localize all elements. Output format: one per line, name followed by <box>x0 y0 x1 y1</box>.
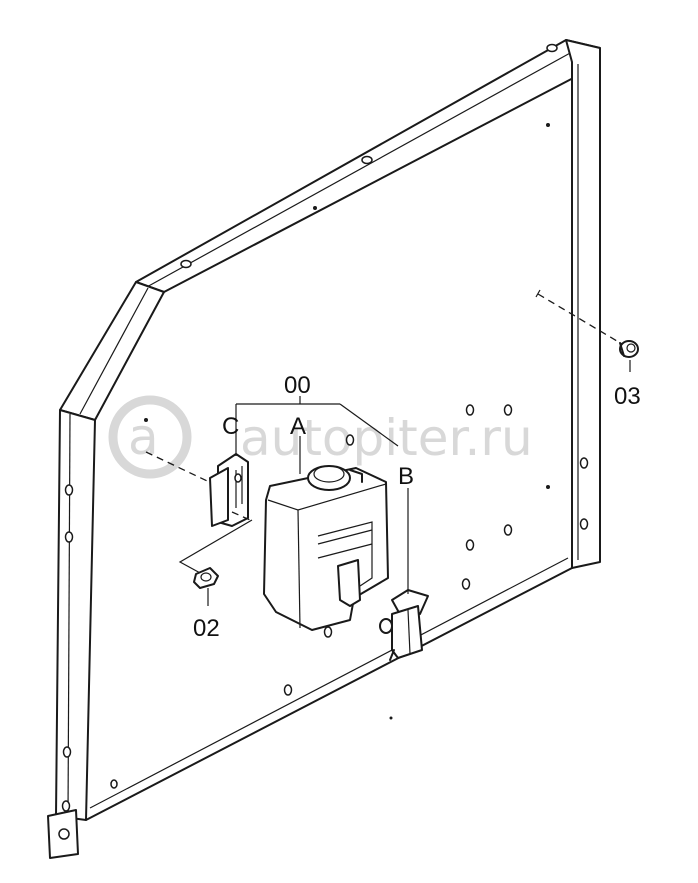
panel-bottom-edge <box>85 567 573 821</box>
bracket-part <box>145 451 253 575</box>
callout-leaders <box>207 360 631 606</box>
grommet-part <box>535 289 639 358</box>
mounting-panel <box>47 39 601 859</box>
panel-left-flange <box>55 409 96 821</box>
callout-bracket-label: C <box>222 413 239 440</box>
bolt-part <box>193 567 219 589</box>
callout-pump-label: B <box>398 463 414 490</box>
callout-grommet-label: 03 <box>614 383 641 410</box>
callout-bolt-label: 02 <box>193 615 220 642</box>
callout-tank-label: A <box>290 413 306 440</box>
panel-holes <box>61 43 589 812</box>
watermark-logo-letter: a <box>128 408 159 466</box>
callout-assembly-label: 00 <box>284 372 311 399</box>
washer-pump-part <box>379 589 429 661</box>
panel-right-flange <box>565 39 601 569</box>
watermark-logo-ring <box>108 395 192 479</box>
washer-tank-part <box>263 465 389 631</box>
